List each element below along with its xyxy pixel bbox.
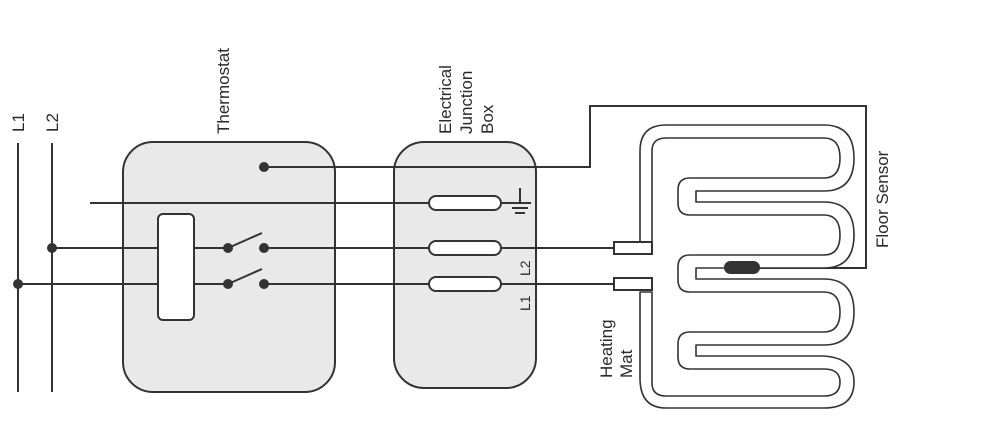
relay-coil xyxy=(157,213,195,321)
junction-box-label-line1: Electrical xyxy=(436,65,455,134)
ground-terminal xyxy=(428,195,502,211)
supply-lines: L1 L2 xyxy=(9,113,62,392)
floor-sensor-label: Floor Sensor xyxy=(873,150,892,248)
l2-junction-node xyxy=(47,243,57,253)
switch-l1-pivot xyxy=(223,279,233,289)
junction-box: Electrical Junction Box L2 L1 xyxy=(393,65,537,389)
ground-symbol-icon xyxy=(509,188,531,214)
junction-box-body xyxy=(393,141,537,389)
thermostat-box xyxy=(122,141,336,393)
heating-mat-lead-l2 xyxy=(613,241,653,255)
switch-contact-icon xyxy=(227,232,263,285)
thermostat-internals xyxy=(157,162,269,321)
line-l1-label: L1 xyxy=(9,113,28,132)
heating-mat xyxy=(613,124,855,409)
thermostat: Thermostat xyxy=(122,48,336,393)
line-l2-label: L2 xyxy=(43,113,62,132)
heating-mat-label-line1: Heating xyxy=(597,319,616,378)
heating-mat-lead-l1 xyxy=(613,277,653,291)
thermostat-label: Thermostat xyxy=(214,48,233,134)
l1-junction-node xyxy=(13,279,23,289)
l2-terminal xyxy=(428,240,502,256)
sensor-terminal xyxy=(259,162,269,172)
switch-l2-pivot xyxy=(223,243,233,253)
junction-l1-label: L1 xyxy=(517,295,533,311)
floor-sensor-probe xyxy=(724,261,760,274)
sensor-wire xyxy=(264,105,867,269)
junction-l2-label: L2 xyxy=(517,260,533,276)
switch-l2-contact xyxy=(259,243,269,253)
switch-l1-contact xyxy=(259,279,269,289)
junction-box-label-line3: Box xyxy=(478,104,497,134)
l1-terminal xyxy=(428,276,502,292)
junction-terminals xyxy=(428,195,502,292)
heating-mat-label-line2: Mat xyxy=(617,349,636,378)
junction-box-label-line2: Junction xyxy=(457,71,476,134)
